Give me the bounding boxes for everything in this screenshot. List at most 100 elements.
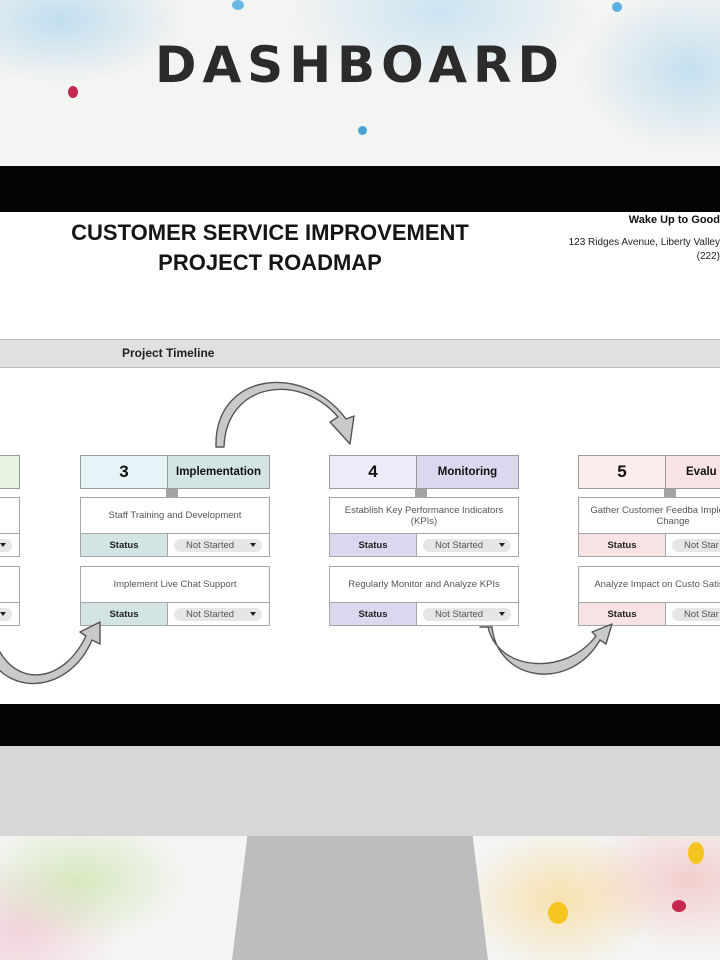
phase-number: 4 [330, 456, 417, 488]
chevron-down-icon [250, 542, 256, 547]
task-text: Staff Training and Development [81, 498, 269, 533]
organization-phone: (222) [696, 251, 720, 262]
task-text: Establish Key Performance Indicators (KP… [330, 498, 518, 533]
status-label: Status [330, 534, 417, 556]
status-row [0, 533, 19, 556]
task-card: Staff Training and Development Status No… [80, 497, 270, 557]
curved-arrow-top [215, 381, 355, 448]
monitor-stand [232, 836, 488, 960]
status-dropdown[interactable]: Not Star [672, 607, 720, 621]
task-text: Analyze Impact on Custo Satisfaction [579, 567, 720, 602]
monitor-screen: CUSTOMER SERVICE IMPROVEMENT PROJECT ROA… [0, 212, 720, 704]
status-label: Status [330, 603, 417, 625]
status-value: Not Started [435, 539, 484, 551]
task-card: Gather Customer Feedba Implemented Chang… [578, 497, 720, 557]
status-dropdown[interactable] [0, 607, 12, 621]
paint-splash [68, 86, 78, 98]
paint-splash [548, 902, 568, 924]
roadmap-title: CUSTOMER SERVICE IMPROVEMENT PROJECT ROA… [40, 218, 500, 278]
phase-card-4: 4 Monitoring Establish Key Performance I… [329, 455, 519, 626]
chevron-down-icon [499, 542, 505, 547]
status-cell: Not Star [666, 603, 720, 625]
paint-splash [232, 0, 244, 10]
status-row: Status Not Star [579, 533, 720, 556]
phase-name: Implementation [168, 456, 269, 488]
status-cell [0, 534, 19, 556]
curved-arrow-bottom-right [479, 623, 613, 675]
task-card: Implement Live Chat Support Status Not S… [80, 566, 270, 626]
roadmap-title-line1: CUSTOMER SERVICE IMPROVEMENT [71, 220, 469, 245]
status-dropdown[interactable]: Not Started [423, 607, 511, 621]
timeline-header: Project Timeline [0, 339, 720, 368]
status-dropdown[interactable]: Not Started [423, 538, 511, 552]
task-text: Regularly Monitor and Analyze KPIs [330, 567, 518, 602]
status-row: Status Not Started [330, 533, 518, 556]
task-text: Gather Customer Feedba Implemented Chang… [579, 498, 720, 533]
status-cell: Not Star [666, 534, 720, 556]
task-card: Analyze Impact on Custo Satisfaction Sta… [578, 566, 720, 626]
phase-header: 5 Evalu [578, 455, 720, 489]
page-title: DASHBOARD [154, 36, 566, 94]
phase-connector [415, 489, 427, 497]
status-row: Status Not Started [330, 602, 518, 625]
status-row: Status Not Star [579, 602, 720, 625]
paint-splash [358, 126, 367, 135]
status-cell [0, 603, 19, 625]
task-text: Implement Live Chat Support [81, 567, 269, 602]
chevron-down-icon [0, 611, 6, 616]
status-cell: Not Started [168, 534, 269, 556]
status-cell: Not Started [417, 603, 518, 625]
task-card [0, 497, 20, 557]
phase-header [0, 455, 20, 489]
paint-splash [688, 842, 704, 864]
phase-name: Monitoring [417, 456, 518, 488]
paint-splash [612, 2, 622, 12]
status-label: Status [81, 603, 168, 625]
monitor-chin [0, 746, 720, 836]
phase-connector [664, 489, 676, 497]
status-row [0, 602, 19, 625]
phase-card-3: 3 Implementation Staff Training and Deve… [80, 455, 270, 626]
curved-arrow-bottom-left [0, 621, 101, 685]
task-card: Regularly Monitor and Analyze KPIs Statu… [329, 566, 519, 626]
status-value: Not Star [684, 539, 719, 551]
monitor-bezel-top [0, 166, 720, 212]
organization-name: Wake Up to Good [628, 214, 720, 226]
status-cell: Not Started [417, 534, 518, 556]
task-card: Establish Key Performance Indicators (KP… [329, 497, 519, 557]
phase-name: Evalu [666, 456, 720, 488]
status-row: Status Not Started [81, 533, 269, 556]
chevron-down-icon [250, 611, 256, 616]
task-text [0, 567, 19, 602]
status-label: Status [579, 603, 666, 625]
phase-name [0, 456, 19, 488]
status-cell: Not Started [168, 603, 269, 625]
status-value: Not Started [435, 608, 484, 620]
status-label: Status [81, 534, 168, 556]
phase-number: 5 [579, 456, 666, 488]
phase-connector [166, 489, 178, 497]
phase-number: 3 [81, 456, 168, 488]
phase-header: 4 Monitoring [329, 455, 519, 489]
timeline-label: Project Timeline [122, 346, 215, 360]
status-dropdown[interactable]: Not Started [174, 607, 262, 621]
phase-card-5: 5 Evalu Gather Customer Feedba Implement… [578, 455, 720, 626]
status-dropdown[interactable]: Not Started [174, 538, 262, 552]
task-text [0, 498, 19, 533]
status-value: Not Started [186, 539, 235, 551]
status-value: Not Star [684, 608, 719, 620]
status-value: Not Started [186, 608, 235, 620]
task-card [0, 566, 20, 626]
status-label: Status [579, 534, 666, 556]
paint-splash [672, 900, 686, 912]
phase-header: 3 Implementation [80, 455, 270, 489]
organization-address: 123 Ridges Avenue, Liberty Valley [568, 237, 720, 248]
roadmap-title-line2: PROJECT ROADMAP [158, 250, 382, 275]
status-dropdown[interactable] [0, 538, 12, 552]
phase-card-2 [0, 455, 20, 626]
chevron-down-icon [499, 611, 505, 616]
status-row: Status Not Started [81, 602, 269, 625]
chevron-down-icon [0, 542, 6, 547]
monitor-bezel-bottom [0, 704, 720, 746]
status-dropdown[interactable]: Not Star [672, 538, 720, 552]
